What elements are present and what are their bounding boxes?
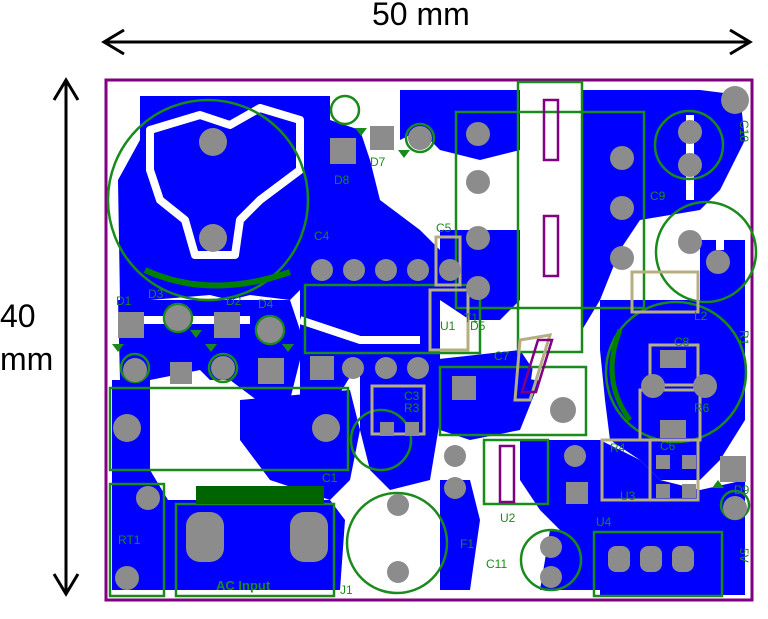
label-c7: C7 bbox=[494, 349, 510, 363]
label-d9: D9 bbox=[734, 483, 750, 497]
label-u3: U3 bbox=[620, 489, 636, 503]
label-d3: D3 bbox=[148, 287, 164, 301]
width-dimension-label: 50 mm bbox=[372, 0, 470, 32]
height-dimension-label-line2: mm bbox=[0, 341, 54, 377]
label-c8: C8 bbox=[674, 335, 690, 349]
label-f1: F1 bbox=[460, 537, 474, 551]
label-c4: C4 bbox=[314, 229, 330, 243]
j1-polarity-bar bbox=[196, 486, 324, 504]
label-5v: 5V bbox=[737, 548, 751, 563]
label-c5: C5 bbox=[436, 221, 452, 235]
label-r4: R4 bbox=[610, 441, 626, 455]
label-d4: D4 bbox=[258, 297, 274, 311]
diode-symbols bbox=[112, 128, 724, 488]
label-d7: D7 bbox=[370, 155, 386, 169]
label-c6: C6 bbox=[660, 439, 676, 453]
pads bbox=[113, 86, 749, 590]
label-c9: C9 bbox=[650, 189, 666, 203]
c8-polarity-arc bbox=[609, 329, 633, 422]
silkscreen-outlines bbox=[106, 80, 758, 598]
label-r3: R3 bbox=[404, 401, 420, 415]
label-c3: C3 bbox=[404, 389, 420, 403]
label-u1: U1 bbox=[440, 319, 456, 333]
label-d8: D8 bbox=[334, 173, 350, 187]
label-c11: C11 bbox=[486, 557, 507, 571]
label-c1: C1 bbox=[322, 471, 338, 485]
label-t1: T1 bbox=[464, 311, 478, 325]
height-dimension-arrow bbox=[52, 77, 80, 597]
tan-outlines bbox=[370, 235, 702, 502]
label-j1: J1 bbox=[340, 583, 353, 597]
label-l2: L2 bbox=[694, 309, 708, 323]
label-d5: D5 bbox=[470, 319, 486, 333]
width-dimension-arrow bbox=[101, 28, 753, 56]
height-dimension-label-line1: 40 bbox=[0, 298, 36, 334]
slot-holes bbox=[498, 98, 560, 504]
label-u4: U4 bbox=[596, 515, 612, 529]
label-u2: U2 bbox=[500, 511, 516, 525]
label-r1: R1 bbox=[737, 330, 751, 346]
label-ac-input: AC Input bbox=[216, 578, 271, 593]
label-d2: D2 bbox=[226, 294, 242, 308]
label-rt1: RT1 bbox=[118, 533, 141, 547]
c4-polarity-arc bbox=[143, 267, 291, 289]
label-d1: D1 bbox=[116, 294, 132, 308]
label-c10: C10 bbox=[737, 120, 751, 142]
label-r6: R6 bbox=[694, 401, 710, 415]
